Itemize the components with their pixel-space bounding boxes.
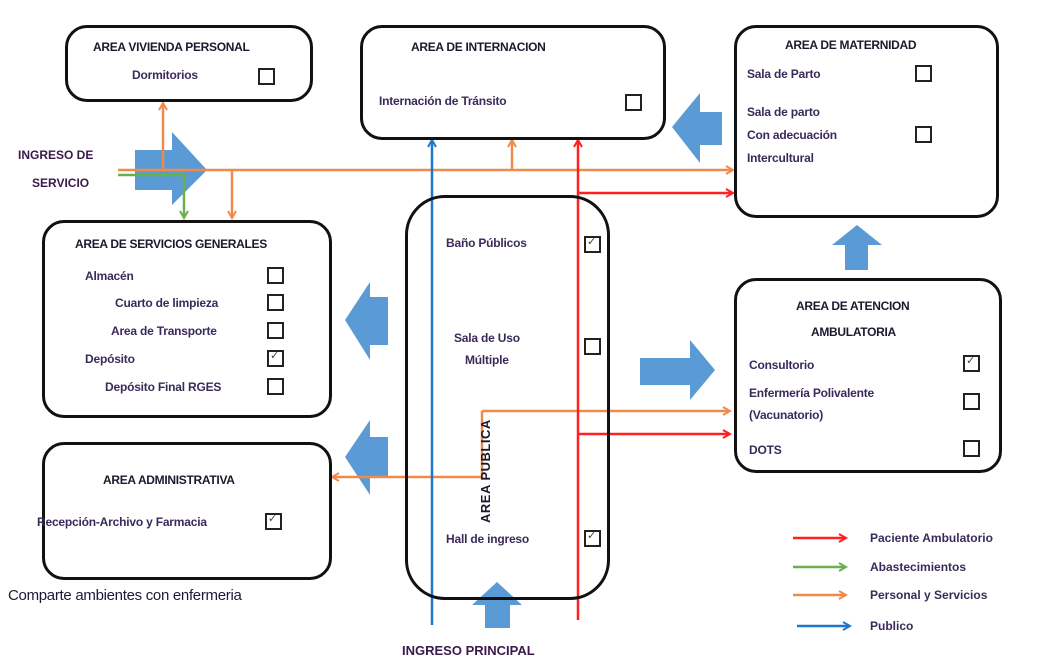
item-label-line: (Vacunatorio) (749, 408, 824, 422)
ingreso-servicio-label-2: SERVICIO (32, 176, 90, 190)
item-label: Hall de ingreso (446, 532, 530, 546)
item-label: Internación de Tránsito (379, 94, 507, 108)
area-publica-vertical-title: AREA PUBLICA (478, 419, 493, 523)
item-label: Baño Públicos (446, 236, 527, 250)
block-arrow-to-internacion (672, 93, 722, 163)
block-arrow-to-administrativa (345, 420, 388, 495)
item-label: Consultorio (749, 358, 815, 372)
checkbox-sala-uso-multiple[interactable] (584, 338, 601, 355)
item-label-line: Con adecuación (747, 128, 837, 142)
item-label: DOTS (749, 443, 782, 457)
block-arrow-to-maternidad (832, 225, 882, 270)
area-administrativa: AREA ADMINISTRATIVA Recepción-Archivo y … (37, 442, 332, 580)
legend-label-personal: Personal y Servicios (870, 588, 988, 602)
block-arrow-to-servicios (345, 282, 388, 360)
checkbox-sala-parto[interactable] (915, 65, 932, 82)
checkbox-deposito[interactable] (267, 349, 284, 367)
checkbox-internacion-transito[interactable] (625, 94, 642, 111)
area-title: AREA DE MATERNIDAD (785, 38, 917, 52)
item-label: Cuarto de limpieza (115, 296, 219, 310)
block-arrow-ingreso-servicio (135, 132, 207, 205)
item-label-line: Sala de parto (747, 105, 820, 119)
ingreso-servicio-label-1: INGRESO DE (18, 148, 94, 162)
checkbox-hall-ingreso[interactable] (584, 529, 601, 547)
item-label-line: Enfermería Polivalente (749, 386, 874, 400)
item-label: Dormitorios (132, 68, 198, 82)
area-title: AREA DE INTERNACION (411, 40, 546, 54)
area-internacion: AREA DE INTERNACION Internación de Tráns… (360, 25, 666, 140)
note-comparte-ambientes: Comparte ambientes con enfermeria (8, 587, 242, 604)
item-label-line: Intercultural (747, 151, 814, 165)
area-servicios-generales: AREA DE SERVICIOS GENERALES Almacén Cuar… (42, 220, 332, 418)
block-arrow-ingreso-principal (472, 582, 522, 628)
area-title-line: AREA DE ATENCION (796, 299, 910, 313)
checkbox-area-transporte[interactable] (267, 322, 284, 339)
legend-label-publico: Publico (870, 619, 914, 633)
item-label: Depósito (85, 352, 135, 366)
checkbox-recepcion-archivo-farmacia[interactable] (265, 512, 282, 530)
ingreso-principal-label: INGRESO PRINCIPAL (402, 643, 535, 658)
legend-label-abastecimientos: Abastecimientos (870, 560, 967, 574)
block-arrows (135, 93, 882, 628)
checkbox-dormitorios[interactable] (258, 68, 275, 85)
checkbox-enfermeria-polivalente[interactable] (963, 393, 980, 410)
legend-label-paciente: Paciente Ambulatorio (870, 531, 993, 545)
checkbox-cuarto-limpieza[interactable] (267, 294, 284, 311)
checkbox-almacen[interactable] (267, 267, 284, 284)
checkbox-deposito-final[interactable] (267, 378, 284, 395)
legend-arrows (793, 538, 850, 626)
block-arrow-to-ambulatoria (640, 340, 715, 400)
item-label: Area de Transporte (111, 324, 217, 338)
area-title: AREA ADMINISTRATIVA (103, 473, 235, 487)
item-label: Almacén (85, 269, 134, 283)
area-title: AREA VIVIENDA PERSONAL (93, 40, 250, 54)
area-vivienda-personal: AREA VIVIENDA PERSONAL Dormitorios (65, 25, 313, 102)
abastecimientos-flow (118, 173, 184, 218)
item-label: Recepción-Archivo y Farmacia (37, 515, 207, 529)
area-publica: Baño Públicos Sala de Uso Múltiple AREA … (405, 195, 610, 600)
checkbox-banos-publicos[interactable] (584, 235, 601, 253)
area-title: AREA DE SERVICIOS GENERALES (75, 237, 267, 251)
item-label: Depósito Final RGES (105, 380, 222, 394)
item-label-line: Múltiple (465, 353, 509, 367)
checkbox-sala-parto-intercultural[interactable] (915, 126, 932, 143)
checkbox-dots[interactable] (963, 440, 980, 457)
area-maternidad: AREA DE MATERNIDAD Sala de Parto Sala de… (734, 25, 999, 218)
personal-flow (118, 103, 733, 477)
area-title-line: AMBULATORIA (811, 325, 896, 339)
item-label: Sala de Parto (747, 67, 821, 81)
item-label-line: Sala de Uso (454, 331, 520, 345)
area-atencion-ambulatoria: AREA DE ATENCION AMBULATORIA Consultorio… (734, 278, 1002, 473)
checkbox-consultorio[interactable] (963, 354, 980, 372)
personal-to-administrativa (332, 411, 484, 477)
